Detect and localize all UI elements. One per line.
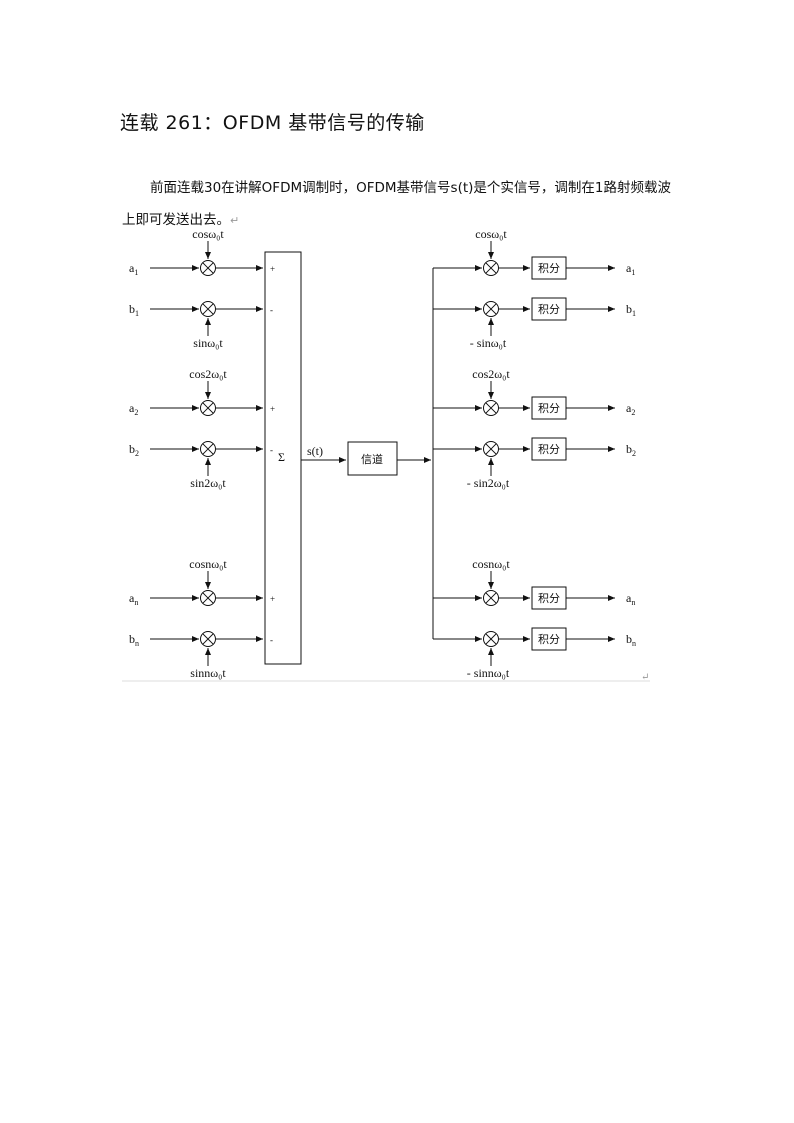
integrator-label: 积分 xyxy=(538,303,560,316)
tx-sign-label: + xyxy=(270,264,275,274)
rx-mixer xyxy=(483,400,499,416)
integrator-label: 积分 xyxy=(538,443,560,456)
mixer-cross xyxy=(202,633,214,645)
transmitter-branches: a1 cosω₀t + b1 sinω₀t - a2 cos2ω₀t + b2 sin2ω₀t - an… xyxy=(129,227,275,680)
rx-output-label: b2 xyxy=(626,442,636,458)
tx-carrier-label: cosω₀t xyxy=(192,227,224,241)
tx-sign-label: + xyxy=(270,404,275,414)
tx-carrier-label: sinnω₀t xyxy=(190,666,226,680)
rx-branch-bn: 积分 bn - sinnω₀t xyxy=(433,627,636,680)
rx-mixer xyxy=(483,590,499,606)
tx-carrier-label: cos2ω₀t xyxy=(189,367,227,381)
tx-carrier-label: cosnω₀t xyxy=(189,557,227,571)
diagram-return-mark: ↵ xyxy=(641,672,649,683)
mixer-cross xyxy=(202,303,214,315)
mixer-cross xyxy=(202,592,214,604)
st-label: s(t) xyxy=(307,444,323,458)
tx-branch-b1: b1 sinω₀t - xyxy=(129,301,273,350)
mixer-cross xyxy=(485,262,497,274)
rx-mixer xyxy=(483,260,499,276)
integrator-label: 积分 xyxy=(538,633,560,646)
sum-symbol: Σ xyxy=(278,450,285,464)
rx-mixer xyxy=(483,301,499,317)
tx-mixer xyxy=(200,301,216,317)
tx-input-label: an xyxy=(129,591,138,607)
mixer-cross xyxy=(202,262,214,274)
tx-mixer xyxy=(200,631,216,647)
tx-branch-a2: a2 cos2ω₀t + xyxy=(129,367,275,417)
tx-sign-label: + xyxy=(270,594,275,604)
mixer-cross xyxy=(202,443,214,455)
rx-mixer xyxy=(483,631,499,647)
rx-carrier-label: cosnω₀t xyxy=(472,557,510,571)
rx-carrier-label: - sinω₀t xyxy=(470,336,507,350)
mixer-cross xyxy=(202,402,214,414)
mixer-cross xyxy=(485,592,497,604)
tx-sign-label: - xyxy=(270,445,273,455)
tx-sign-label: - xyxy=(270,305,273,315)
rx-output-label: b1 xyxy=(626,302,636,318)
integrator-label: 积分 xyxy=(538,402,560,415)
channel-label: 信道 xyxy=(361,452,383,466)
rx-carrier-label: cos2ω₀t xyxy=(472,367,510,381)
tx-mixer xyxy=(200,590,216,606)
mixer-cross xyxy=(485,303,497,315)
tx-branch-a1: a1 cosω₀t + xyxy=(129,227,275,277)
integrator-label: 积分 xyxy=(538,262,560,275)
tx-sign-label: - xyxy=(270,635,273,645)
tx-branch-bn: bn sinnω₀t - xyxy=(129,631,273,680)
rx-mixer xyxy=(483,441,499,457)
rx-output-label: a1 xyxy=(626,261,635,277)
tx-branch-b2: b2 sin2ω₀t - xyxy=(129,441,273,490)
tx-mixer xyxy=(200,441,216,457)
rx-output-label: bn xyxy=(626,632,636,648)
tx-input-label: b1 xyxy=(129,302,139,318)
tx-input-label: a1 xyxy=(129,261,138,277)
return-mark: ↵ xyxy=(230,214,240,227)
tx-input-label: a2 xyxy=(129,401,138,417)
mixer-cross xyxy=(485,402,497,414)
tx-carrier-label: sinω₀t xyxy=(193,336,223,350)
rx-carrier-label: - sinnω₀t xyxy=(467,666,510,680)
tx-input-label: bn xyxy=(129,632,139,648)
rx-branch-a1: 积分 a1 cosω₀t xyxy=(433,227,635,280)
tx-mixer xyxy=(200,400,216,416)
tx-branch-an: an cosnω₀t + xyxy=(129,557,275,607)
rx-output-label: an xyxy=(626,591,635,607)
rx-branch-a2: 积分 a2 cos2ω₀t xyxy=(433,367,635,420)
rx-carrier-label: - sin2ω₀t xyxy=(467,476,510,490)
summation-box xyxy=(264,251,302,665)
tx-input-label: b2 xyxy=(129,442,139,458)
rx-branch-b1: 积分 b1 - sinω₀t xyxy=(433,297,636,350)
mixer-cross xyxy=(485,443,497,455)
body-paragraph: 前面连载30在讲解OFDM调制时，OFDM基带信号s(t)是个实信号，调制在1路… xyxy=(122,172,682,237)
rx-carrier-label: cosω₀t xyxy=(475,227,507,241)
rx-output-label: a2 xyxy=(626,401,635,417)
integrator-label: 积分 xyxy=(538,592,560,605)
mixer-cross xyxy=(485,633,497,645)
tx-carrier-label: sin2ω₀t xyxy=(190,476,226,490)
page-title: 连载 261：OFDM 基带信号的传输 xyxy=(120,112,425,134)
tx-mixer xyxy=(200,260,216,276)
paragraph-text: 前面连载30在讲解OFDM调制时，OFDM基带信号s(t)是个实信号，调制在1路… xyxy=(122,180,671,228)
rx-branch-b2: 积分 b2 - sin2ω₀t xyxy=(433,437,636,490)
rx-branch-an: 积分 an cosnω₀t xyxy=(433,557,635,610)
channel-box xyxy=(347,441,398,476)
receiver-branches: 积分 a1 cosω₀t 积分 b1 - sinω₀t 积分 a2 cos2ω₀t 积分 b2 - s… xyxy=(433,227,636,680)
